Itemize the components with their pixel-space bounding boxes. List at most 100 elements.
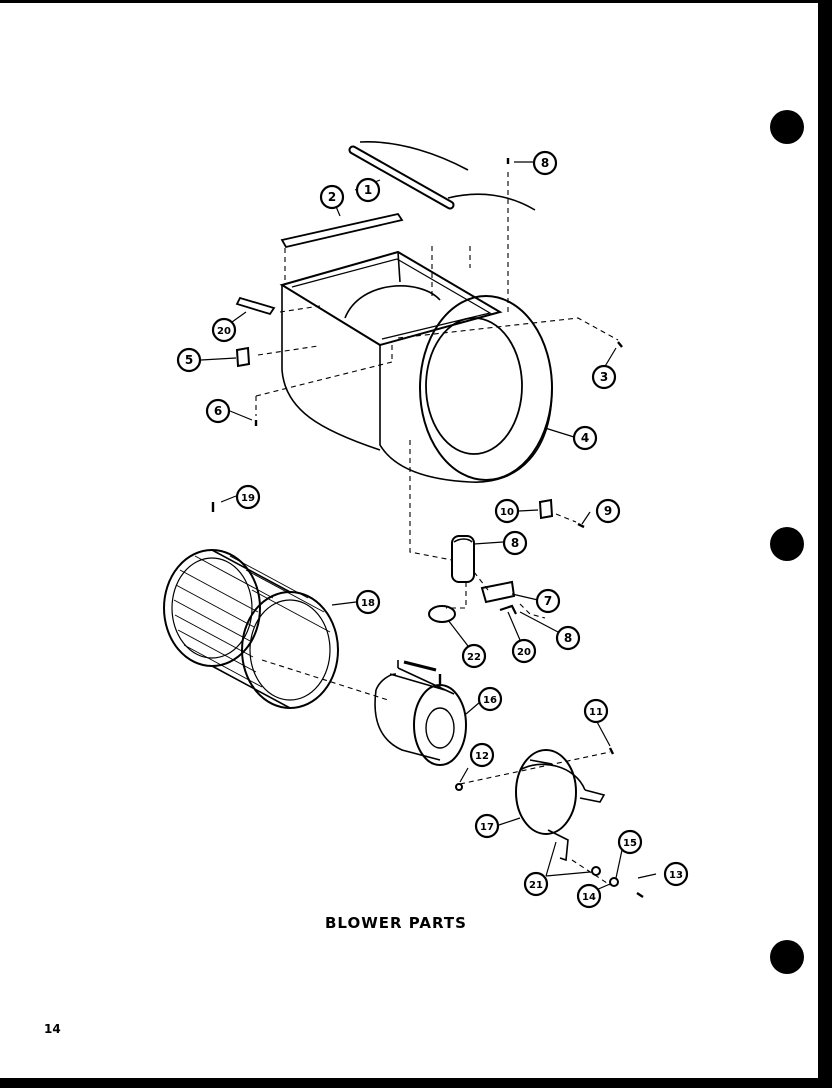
- callout-9: 9: [595, 498, 621, 524]
- callout-circle: [617, 829, 643, 855]
- callout-circle: [572, 425, 598, 451]
- callout-circle: [494, 498, 520, 524]
- callout-circle: [319, 184, 345, 210]
- page-number: 14: [44, 1022, 61, 1036]
- callout-circle: [555, 625, 581, 651]
- callout-4: 4: [572, 425, 598, 451]
- callout-circle: [663, 861, 689, 887]
- callout-6: 6: [205, 398, 231, 424]
- callout-circle: [591, 364, 617, 390]
- callout-label: 12: [475, 751, 489, 762]
- callout-22: 22: [461, 643, 487, 669]
- part-capacitor: [451, 535, 475, 583]
- callout-1: 1: [355, 177, 381, 203]
- callout-label: 11: [589, 707, 603, 718]
- callout-label: 4: [581, 431, 589, 445]
- callout-10: 10: [494, 498, 520, 524]
- callout-circle: [355, 589, 381, 615]
- part-small-strip: [235, 296, 276, 316]
- part-cap: [428, 605, 456, 623]
- part-capacitor-bracket: [480, 580, 516, 604]
- part-blower-housing: [279, 250, 553, 483]
- callout-label: 6: [214, 404, 222, 418]
- callout-label: 8: [511, 536, 519, 550]
- callout-16: 16: [477, 686, 503, 712]
- binder-hole-top: [770, 110, 804, 144]
- callout-label: 10: [500, 507, 514, 518]
- part-washers: [455, 783, 619, 887]
- callout-15: 15: [617, 829, 643, 855]
- part-blower-wheel: [163, 549, 339, 709]
- callout-18: 18: [355, 589, 381, 615]
- binder-hole-bottom: [770, 940, 804, 974]
- callout-circle: [355, 177, 381, 203]
- callout-8: 8: [502, 530, 528, 556]
- callout-12: 12: [469, 742, 495, 768]
- scan-border-bottom: [0, 1078, 832, 1088]
- callout-label: 13: [669, 870, 683, 881]
- callout-circle: [583, 698, 609, 724]
- callout-circle: [461, 643, 487, 669]
- callout-circle: [211, 317, 237, 343]
- callout-circle: [532, 150, 558, 176]
- callout-circle: [595, 498, 621, 524]
- callout-label: 2: [328, 190, 336, 204]
- callout-20: 20: [511, 638, 537, 664]
- callout-circle: [205, 398, 231, 424]
- callout-circle: [235, 484, 261, 510]
- callout-label: 20: [217, 326, 231, 337]
- callout-label: 19: [241, 493, 255, 504]
- callout-21: 21: [523, 871, 549, 897]
- callout-2: 2: [319, 184, 345, 210]
- callout-circle: [523, 871, 549, 897]
- callout-8: 8: [532, 150, 558, 176]
- part-small-clip: [499, 604, 517, 615]
- screws-and-hardware: [211, 158, 644, 898]
- diagram-title: BLOWER PARTS: [325, 914, 467, 932]
- callout-circle: [176, 347, 202, 373]
- binder-hole-middle: [770, 527, 804, 561]
- callout-circle: [502, 530, 528, 556]
- leader-lines: [200, 161, 657, 891]
- callout-label: 16: [483, 695, 497, 706]
- callout-17: 17: [474, 813, 500, 839]
- callout-label: 17: [480, 822, 494, 833]
- callout-label: 21: [529, 880, 543, 891]
- callout-label: 20: [517, 647, 531, 658]
- part-small-bracket: [538, 498, 554, 520]
- callout-circle: [511, 638, 537, 664]
- callout-circle: [576, 883, 602, 909]
- callout-label: 3: [600, 370, 608, 384]
- part-motor-mount: [515, 749, 606, 862]
- part-clip: [235, 346, 251, 368]
- callout-3: 3: [591, 364, 617, 390]
- callout-label: 22: [467, 652, 481, 663]
- callout-circle: [477, 686, 503, 712]
- callout-label: 8: [541, 156, 549, 170]
- assembly-lines: [255, 172, 619, 886]
- callout-14: 14: [576, 883, 602, 909]
- callout-label: 9: [604, 504, 612, 518]
- callout-label: 14: [582, 892, 596, 903]
- callout-label: 15: [623, 838, 637, 849]
- callout-5: 5: [176, 347, 202, 373]
- callout-label: 18: [361, 598, 375, 609]
- callout-11: 11: [583, 698, 609, 724]
- callout-label: 7: [544, 594, 552, 608]
- callout-label: 5: [185, 353, 193, 367]
- callout-label: 8: [564, 631, 572, 645]
- part-tube-rod: [348, 141, 536, 211]
- part-top-strip: [280, 212, 404, 249]
- callout-label: 1: [364, 183, 372, 197]
- scan-border-top: [0, 0, 832, 3]
- callout-20: 20: [211, 317, 237, 343]
- callout-circle: [535, 588, 561, 614]
- callout-19: 19: [235, 484, 261, 510]
- callout-circle: [469, 742, 495, 768]
- callout-7: 7: [535, 588, 561, 614]
- callout-circle: [474, 813, 500, 839]
- scan-border-right: [818, 0, 832, 1088]
